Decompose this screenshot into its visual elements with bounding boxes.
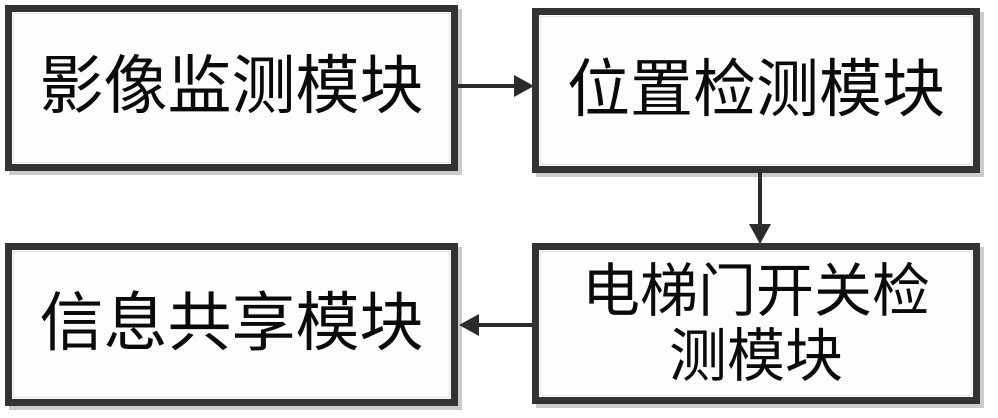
arrow-left-icon (459, 314, 479, 336)
node-position-detection-module[interactable]: 位置检测模块 (532, 8, 980, 173)
node-label-information-sharing-module: 信息共享模块 (39, 286, 424, 361)
arrow-right-icon (514, 75, 534, 97)
edge-line-horizontal (478, 323, 533, 327)
node-label-image-monitoring-module: 影像监测模块 (39, 50, 424, 125)
edge-line-vertical (758, 172, 762, 228)
node-image-monitoring-module[interactable]: 影像监测模块 (5, 5, 458, 171)
node-elevator-door-switch-detection-module[interactable]: 电梯门开关检 测模块 (532, 243, 980, 404)
node-information-sharing-module[interactable]: 信息共享模块 (5, 243, 458, 406)
edge-line-horizontal (458, 84, 520, 88)
node-label-position-detection-module: 位置检测模块 (567, 53, 945, 127)
arrow-down-icon (749, 224, 771, 244)
node-label-elevator-door-switch-detection-module: 电梯门开关检 测模块 (581, 256, 930, 390)
